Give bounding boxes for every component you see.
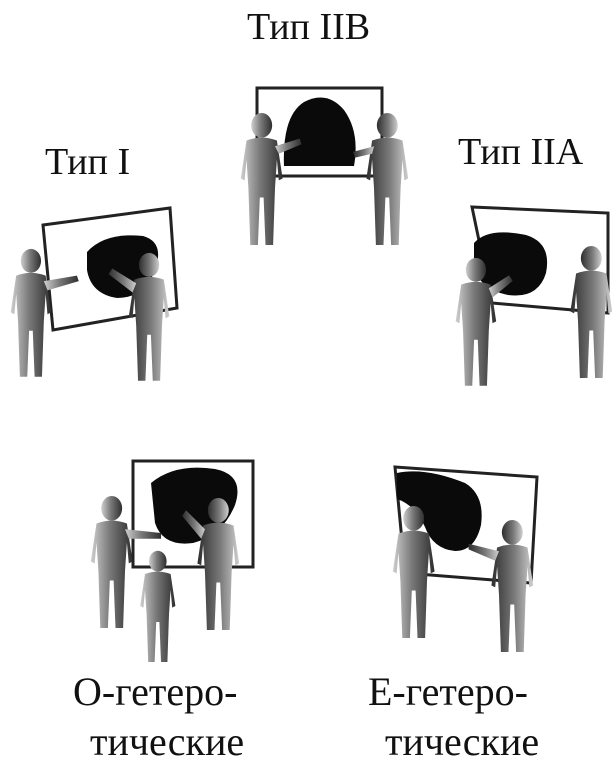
type-i-scene [5,190,190,380]
type-iib-scene [232,80,417,255]
type-iia-scene [448,195,616,385]
o-heterotypic-label-line2: тические [90,722,244,762]
type-iib-label: Тип IIB [247,8,370,46]
e-heterotypic-label-line1: E-гетеро- [368,672,528,712]
e-heterotypic-label-line2: тические [385,722,539,762]
e-heterotypic-scene [385,455,545,670]
type-iia-label: Тип IIA [458,133,583,171]
o-heterotypic-scene [85,455,260,670]
type-i-label: Тип I [45,143,130,181]
o-heterotypic-label-line1: O-гетеро- [73,672,237,712]
